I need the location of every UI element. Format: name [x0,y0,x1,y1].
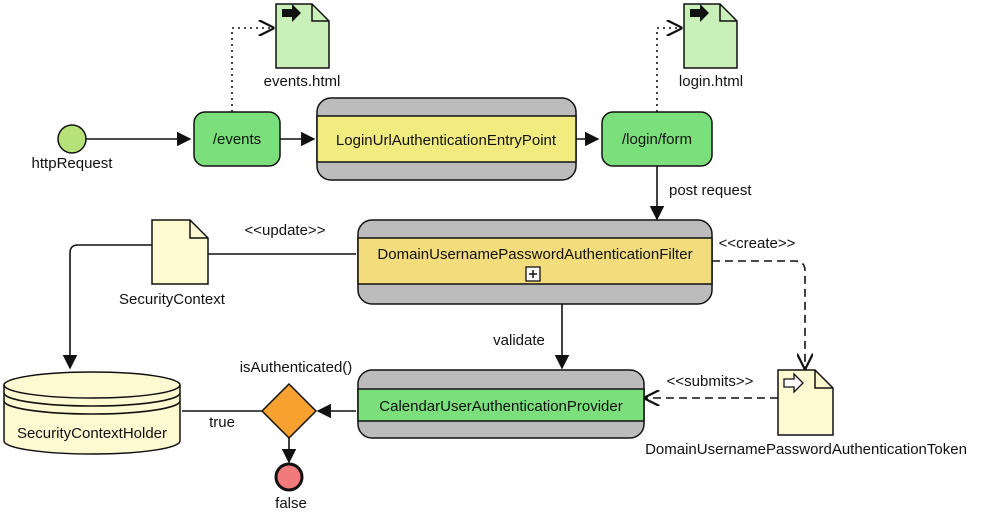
arrow-right-icon [282,4,301,22]
events-html-doc: events.html [264,3,341,90]
provider-node: CalendarUserAuthenticationProvider [357,369,645,439]
token-label: DomainUsernamePasswordAuthenticationToke… [645,441,967,458]
edge-context-to-holder [62,244,152,370]
entry-point-label: LoginUrlAuthenticationEntryPoint [336,132,557,149]
login-form-label: /login/form [622,131,692,148]
arrow-right-icon [690,4,709,22]
filter-node: DomainUsernamePasswordAuthenticationFilt… [357,219,713,305]
context-holder-db: SecurityContextHolder [3,371,181,455]
start-label: httpRequest [32,155,114,172]
context-holder-label: SecurityContextHolder [17,425,167,442]
connectors [62,28,805,464]
validate-label: validate [493,332,545,349]
provider-label: CalendarUserAuthenticationProvider [379,398,622,415]
security-context-doc: SecurityContext [119,219,226,308]
start-node: httpRequest [32,124,114,172]
edge-login-form-to-login-html [656,28,681,112]
end-circle [274,462,304,492]
login-form-node: /login/form [601,111,713,167]
entry-point-node: LoginUrlAuthenticationEntryPoint [316,97,577,181]
expand-icon[interactable] [525,266,541,282]
is-authenticated-label: isAuthenticated() [240,359,353,376]
login-html-label: login.html [679,73,743,90]
security-context-label: SecurityContext [119,291,226,308]
events-html-label: events.html [264,73,341,90]
update-label: <<update>> [245,222,326,239]
post-request-label: post request [669,182,752,199]
arrow-right-outline-icon [783,372,804,394]
filter-label: DomainUsernamePasswordAuthenticationFilt… [377,246,692,263]
end-node: false [274,462,307,512]
token-doc: DomainUsernamePasswordAuthenticationToke… [645,369,967,458]
events-label: /events [213,131,261,148]
edge-create [712,260,805,368]
decision-diamond [260,382,318,440]
login-html-doc: login.html [679,3,743,90]
end-label: false [275,495,307,512]
start-circle [57,124,87,154]
submits-label: <<submits>> [667,373,754,390]
true-label: true [209,414,235,431]
create-label: <<create>> [719,235,796,252]
events-node: /events [193,111,281,167]
edge-events-to-events-html [231,28,273,112]
